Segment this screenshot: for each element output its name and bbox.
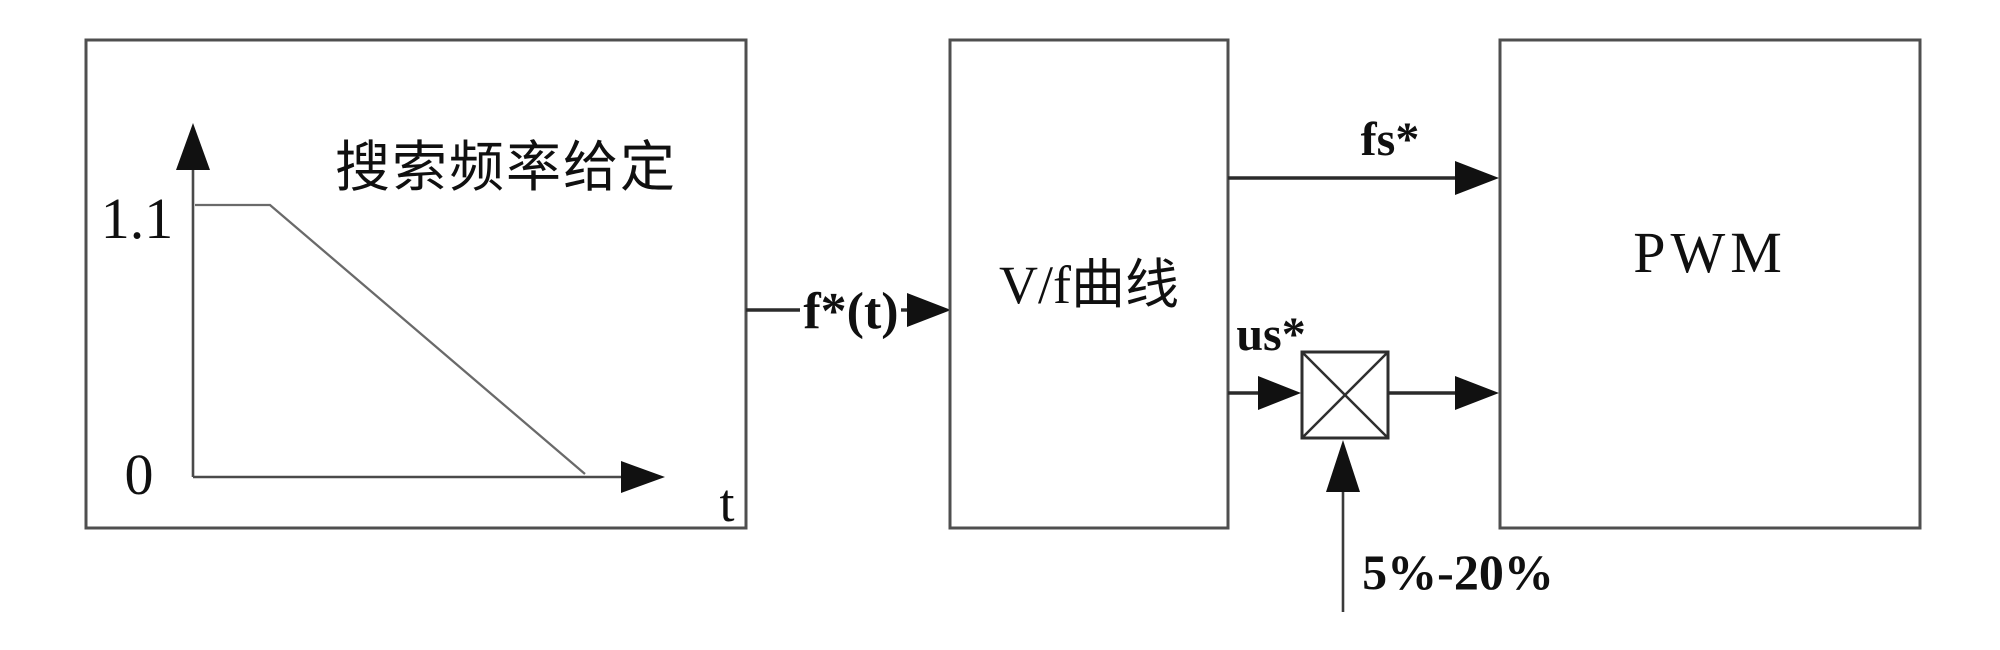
gain-input-arrowhead-icon bbox=[1326, 440, 1360, 492]
y-axis-arrowhead-icon bbox=[176, 123, 210, 170]
search-frequency-title: 搜索频率给定 bbox=[335, 137, 677, 198]
pwm-label: PWM bbox=[1633, 220, 1787, 285]
x-axis-label: t bbox=[719, 473, 734, 533]
y-start-label: 1.1 bbox=[101, 186, 174, 251]
search-frequency-block bbox=[84, 38, 748, 530]
us-ref-arrowhead-icon bbox=[1258, 376, 1301, 410]
gain-range-label: 5%-20% bbox=[1362, 544, 1554, 600]
us-out-arrowhead-icon bbox=[1455, 376, 1499, 410]
vf-curve-block bbox=[948, 38, 1230, 530]
origin-label: 0 bbox=[125, 442, 154, 507]
x-axis-arrowhead-icon bbox=[621, 461, 665, 493]
pwm-block bbox=[1498, 38, 1922, 530]
fs-ref-arrowhead-icon bbox=[1455, 161, 1499, 195]
fs-ref-label: fs* bbox=[1361, 113, 1420, 166]
us-ref-label: us* bbox=[1236, 308, 1305, 361]
vf-curve-label: V/f曲线 bbox=[999, 255, 1179, 315]
frequency-ramp-curve bbox=[195, 203, 586, 475]
f-ref-arrowhead-icon bbox=[907, 293, 951, 327]
multiplier-cross-diagonal-2 bbox=[1301, 351, 1389, 439]
f-ref-label: f*(t) bbox=[803, 283, 898, 340]
